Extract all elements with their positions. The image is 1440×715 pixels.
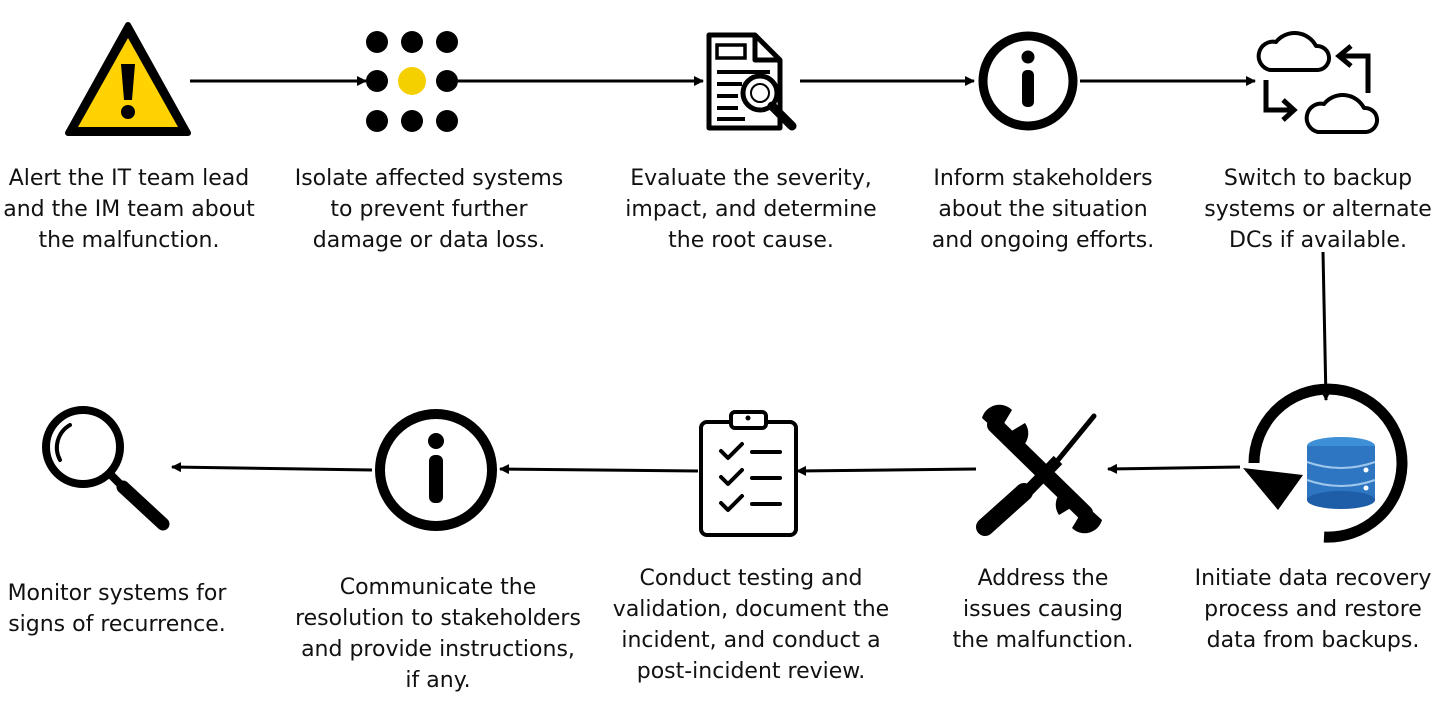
dot-grid-icon — [366, 31, 458, 132]
caption-line: the malfunction. — [952, 628, 1134, 653]
caption-line: signs of recurrence. — [8, 612, 226, 637]
caption-line: Alert the IT team lead — [8, 166, 250, 191]
step-2-caption: Isolate affected systems to prevent furt… — [282, 163, 576, 256]
database-restore-icon — [1243, 383, 1408, 543]
caption-line: post-incident review. — [636, 659, 866, 684]
caption-line: and ongoing efforts. — [931, 228, 1155, 253]
caption-line: Switch to backup — [1223, 166, 1413, 191]
caption-line: process and restore — [1204, 597, 1422, 622]
caption-line: data from backups. — [1206, 628, 1420, 653]
step-4-caption: Inform stakeholders about the situation … — [916, 163, 1170, 256]
caption-line: about the situation — [938, 197, 1148, 222]
cloud-switch-icon — [1256, 31, 1379, 134]
magnifier-icon — [42, 406, 170, 531]
step-10-caption: Monitor systems for signs of recurrence. — [0, 578, 234, 640]
step-5-caption: Switch to backup systems or alternate DC… — [1196, 163, 1440, 256]
caption-line: Initiate data recovery — [1194, 566, 1432, 591]
caption-line: Communicate the — [339, 575, 537, 600]
caption-line: to prevent further — [330, 197, 528, 222]
step-3-caption: Evaluate the severity, impact, and deter… — [616, 163, 886, 256]
document-search-icon — [706, 32, 797, 131]
caption-line: the root cause. — [668, 228, 834, 253]
step-6-caption: Initiate data recovery process and resto… — [1186, 563, 1440, 656]
caption-line: systems or alternate — [1204, 197, 1432, 222]
info-icon — [978, 31, 1078, 131]
checklist-icon — [699, 410, 798, 537]
info-icon — [375, 409, 497, 531]
caption-line: and the IM team about — [3, 197, 255, 222]
tools-icon — [976, 404, 1102, 536]
caption-line: the malfunction. — [38, 228, 220, 253]
step-7-caption: Address the issues causing the malfuncti… — [930, 563, 1156, 656]
step-1-caption: Alert the IT team lead and the IM team a… — [0, 163, 258, 256]
caption-line: incident, and conduct a — [621, 628, 881, 653]
caption-line: resolution to stakeholders — [295, 606, 581, 631]
arrow-step8-to-step9 — [499, 464, 699, 475]
caption-line: DCs if available. — [1229, 228, 1407, 253]
caption-line: Conduct testing and — [639, 566, 863, 591]
step-9-caption: Communicate the resolution to stakeholde… — [282, 572, 594, 696]
caption-line: Isolate affected systems — [294, 166, 564, 191]
arrow-step6-to-step7 — [1107, 463, 1241, 474]
caption-line: validation, document the — [612, 597, 890, 622]
arrow-step9-to-step10 — [171, 462, 373, 473]
caption-line: and provide instructions, — [301, 637, 575, 662]
caption-line: Inform stakeholders — [933, 166, 1153, 191]
caption-line: issues causing — [963, 597, 1123, 622]
arrow-step5-to-step6 — [1320, 251, 1331, 401]
caption-line: if any. — [405, 668, 471, 693]
caption-line: damage or data loss. — [312, 228, 546, 253]
warning-icon — [65, 22, 191, 136]
caption-line: Evaluate the severity, — [630, 166, 872, 191]
step-8-caption: Conduct testing and validation, document… — [600, 563, 902, 687]
caption-line: Monitor systems for — [7, 581, 227, 606]
arrow-step7-to-step8 — [796, 465, 977, 476]
caption-line: impact, and determine — [625, 197, 877, 222]
caption-line: Address the — [977, 566, 1109, 591]
